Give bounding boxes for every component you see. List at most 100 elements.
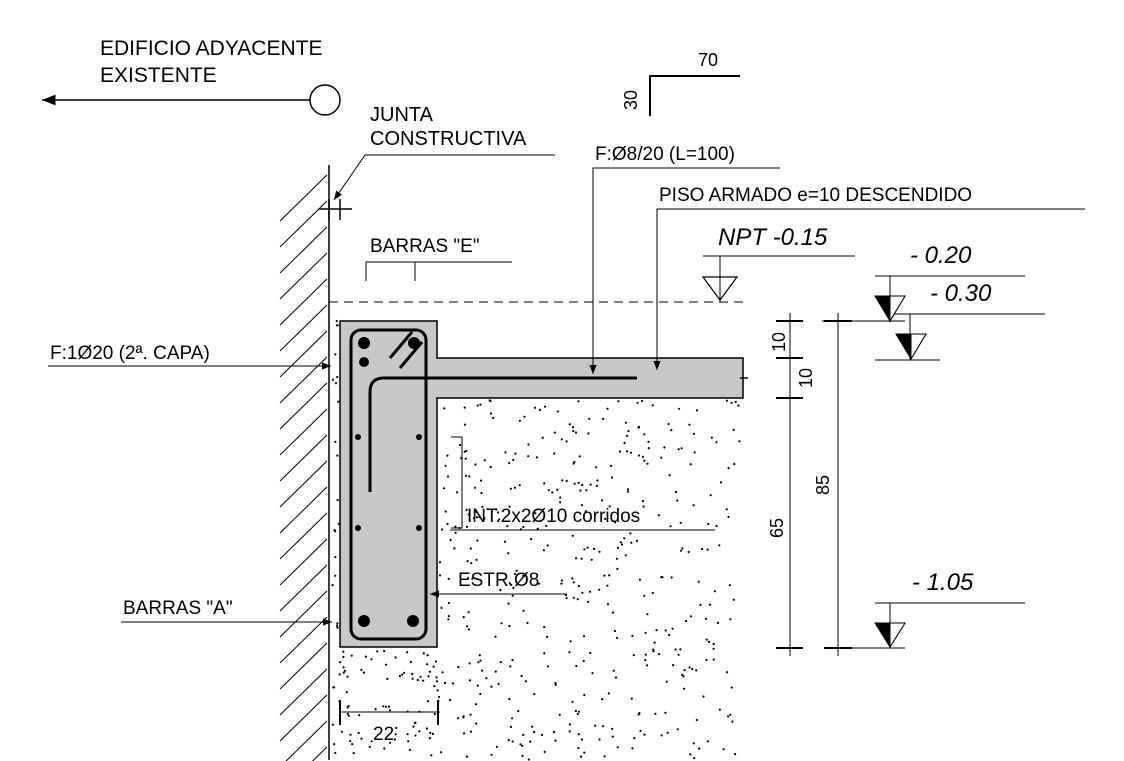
soil-dot — [428, 737, 431, 740]
soil-dot — [533, 693, 536, 696]
soil-dot — [595, 484, 599, 487]
soil-dot — [438, 574, 442, 577]
soil-dot — [684, 620, 688, 623]
soil-dot — [574, 431, 578, 434]
soil-dot — [333, 743, 336, 746]
soil-dot — [670, 429, 673, 432]
soil-dot — [517, 709, 520, 713]
soil-dot — [478, 516, 481, 519]
soil-dot — [428, 670, 432, 673]
soil-dot — [346, 675, 349, 678]
soil-dot — [526, 621, 529, 625]
hook-dim-horizontal: 70 — [698, 50, 718, 70]
soil-dot — [346, 712, 349, 716]
soil-dot — [333, 686, 336, 689]
soil-dot — [408, 748, 411, 752]
soil-dot — [481, 505, 484, 508]
soil-dot — [522, 525, 525, 529]
soil-dot — [705, 658, 708, 662]
soil-dot — [433, 712, 436, 716]
soil-dot — [664, 711, 667, 714]
soil-dot — [582, 659, 585, 663]
soil-dot — [626, 490, 630, 493]
dim-beam-width: 22 — [373, 724, 394, 745]
soil-dot — [498, 518, 501, 521]
soil-dot — [692, 742, 695, 745]
soil-dot — [336, 622, 339, 625]
soil-dot — [672, 664, 675, 667]
soil-dot — [619, 541, 623, 544]
soil-dot — [712, 642, 715, 646]
soil-dot — [689, 753, 692, 756]
soil-dot — [700, 548, 704, 551]
soil-dot — [521, 754, 524, 758]
soil-dot — [708, 603, 712, 606]
soil-dot — [666, 731, 669, 734]
soil-dot — [734, 753, 737, 756]
soil-dot — [577, 584, 581, 588]
soil-dot — [480, 491, 483, 495]
soil-dot — [697, 580, 700, 583]
soil-dot — [598, 738, 601, 741]
hatch-line — [279, 668, 328, 716]
soil-dot — [441, 671, 444, 674]
rebar-bars — [355, 337, 422, 627]
soil-dot — [734, 400, 737, 403]
soil-dot — [547, 489, 550, 492]
soil-dot — [398, 675, 402, 678]
hatch-line — [279, 174, 328, 222]
soil-dot — [494, 670, 497, 673]
slab-bar-leader — [589, 167, 780, 374]
soil-dot — [489, 465, 492, 469]
dim-line-right — [822, 313, 905, 656]
soil-dot — [412, 725, 415, 728]
soil-dot — [388, 709, 392, 712]
soil-dot — [542, 549, 546, 552]
soil-dot — [476, 684, 479, 687]
soil-dot — [646, 613, 649, 616]
soil-dot — [337, 400, 340, 403]
soil-dot — [395, 726, 398, 730]
soil-dot — [660, 456, 663, 459]
soil-dot — [444, 510, 447, 513]
soil-dot — [426, 663, 429, 666]
slab-rebar — [368, 376, 637, 492]
soil-dot — [577, 747, 580, 750]
soil-dot — [691, 667, 694, 671]
soil-dot — [618, 450, 622, 453]
soil-dot — [527, 455, 530, 458]
soil-dot — [687, 550, 690, 554]
soil-dot — [479, 692, 482, 696]
hatch-line — [279, 382, 328, 430]
soil-dot — [727, 467, 730, 470]
hatch-line — [311, 746, 328, 761]
soil-dot — [554, 682, 557, 685]
soil-dot — [660, 734, 663, 737]
soil-dot — [647, 447, 650, 450]
soil-dot — [695, 718, 698, 722]
soil-dot — [336, 454, 339, 457]
soil-dot — [626, 450, 629, 453]
level-020-label: - 0.20 — [910, 242, 972, 269]
soil-dot — [616, 567, 619, 571]
soil-dot — [722, 748, 725, 751]
hook-dim-vertical: 30 — [621, 90, 641, 110]
soil-dot — [447, 601, 450, 605]
soil-dot — [588, 417, 591, 420]
soil-dot — [464, 474, 468, 477]
soil-dot — [518, 484, 521, 487]
soil-dot — [631, 747, 634, 750]
soil-dot — [725, 399, 729, 402]
soil-dot — [664, 629, 667, 632]
soil-dot — [611, 735, 614, 738]
soil-dot — [652, 648, 655, 651]
soil-dot — [667, 422, 670, 426]
soil-dot — [695, 669, 698, 672]
soil-dot — [531, 725, 534, 728]
soil-dot — [571, 534, 574, 537]
soil-dot — [578, 455, 581, 458]
soil-dot — [462, 616, 465, 619]
soil-dot — [411, 672, 414, 676]
